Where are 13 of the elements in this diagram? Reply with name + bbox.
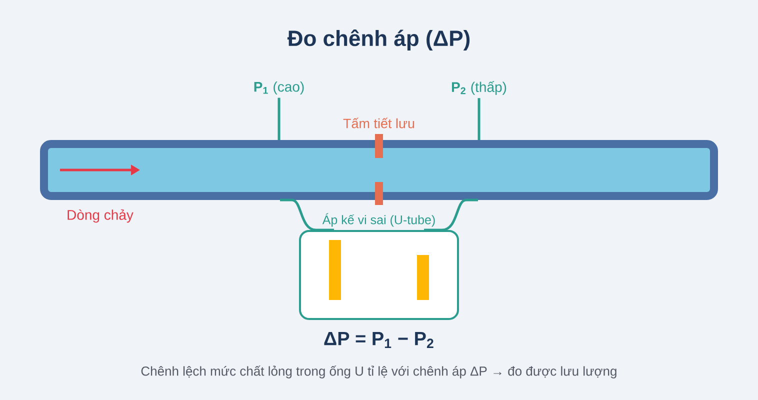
flow-label: Dòng chảy [68,209,134,223]
pipe [40,140,718,200]
connecting-tube [424,198,478,232]
plate-label: Tấm tiết lưu [343,118,414,128]
pressure-tap-line [478,98,480,140]
connecting-tube [280,198,334,232]
tap-label: P$_{1}$ (cao) [254,81,304,95]
tap-label: P$_{2}$ (thấp) [452,81,506,95]
caption: Chênh lệch mức chất lỏng trong ống U tỉ lệ với chênh áp ΔP → đo được lưu lượng [141,366,616,378]
pressure-tap-line [278,98,280,140]
title: Đo chênh áp (ΔP) [287,30,470,50]
node-label: Áp kế vi sai (U-tube) [322,213,435,227]
manometer-box: Áp kế vi sai (U-tube) [299,213,459,320]
